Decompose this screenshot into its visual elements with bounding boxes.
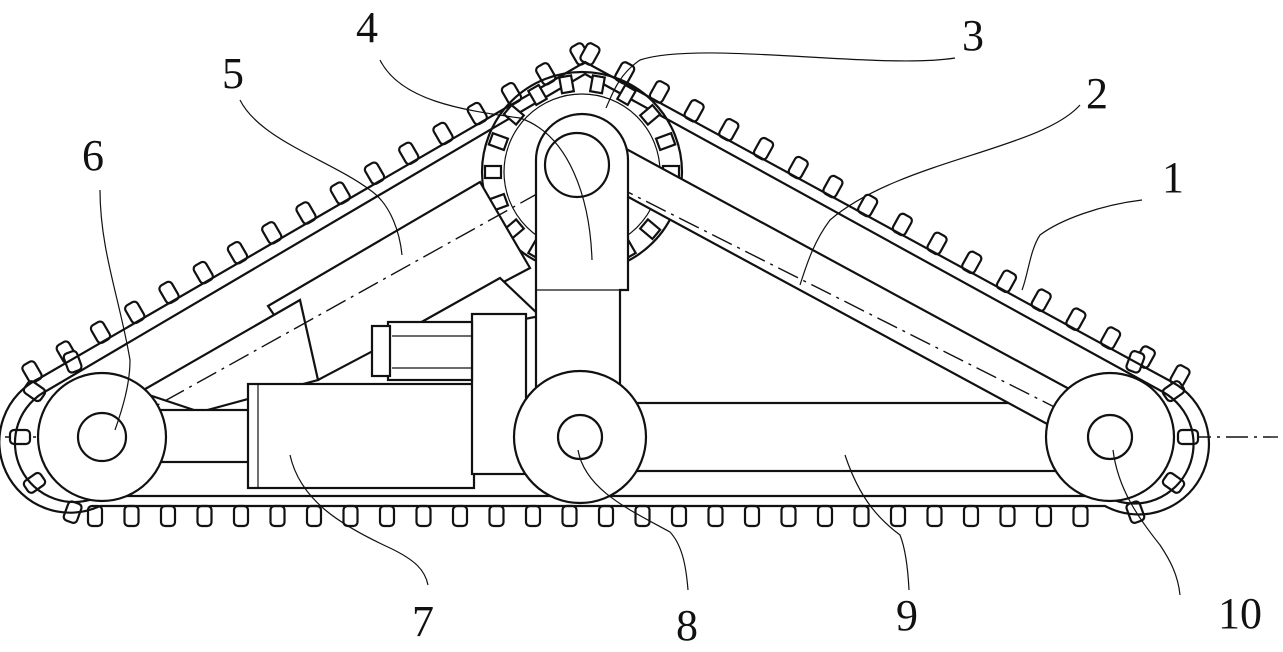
track-cleat	[782, 506, 796, 526]
sprocket-tooth	[656, 133, 675, 150]
track-cleat	[380, 506, 394, 526]
track-cleat	[745, 506, 759, 526]
callout-4: 4	[356, 3, 378, 52]
callout-1: 1	[1162, 153, 1184, 202]
callout-3: 3	[962, 11, 984, 60]
track-cleat	[22, 471, 46, 494]
track-cleat	[363, 161, 385, 185]
left-wheel	[38, 373, 166, 501]
track-cleat	[261, 221, 283, 245]
middle-wheel	[514, 371, 646, 503]
track-cleat	[226, 241, 248, 265]
track-cleat	[125, 506, 139, 526]
track-cleat	[636, 506, 650, 526]
track-cleat	[1001, 506, 1015, 526]
track-cleat	[996, 269, 1018, 293]
track-cleat	[417, 506, 431, 526]
track-cleat	[234, 506, 248, 526]
vertical-column	[536, 114, 628, 400]
track-cleat	[1074, 506, 1088, 526]
bottom-frame-arm	[600, 403, 1060, 471]
track-cleat	[857, 193, 879, 217]
track-cleat	[928, 506, 942, 526]
callout-6: 6	[82, 131, 104, 180]
track-cleat	[855, 506, 869, 526]
track-cleat	[1178, 430, 1198, 444]
sprocket-tooth	[489, 133, 508, 150]
sprocket-tooth	[485, 166, 501, 178]
callout-8: 8	[676, 601, 698, 650]
track-cleat	[683, 99, 705, 123]
callout-2: 2	[1086, 69, 1108, 118]
right-wheel	[1046, 373, 1174, 501]
track-cleat	[926, 231, 948, 255]
callout-9: 9	[896, 591, 918, 640]
track-cleat	[822, 174, 844, 198]
track-cleat	[307, 506, 321, 526]
track-cleat	[753, 137, 775, 161]
track-cleat	[787, 156, 809, 180]
track-cleat	[563, 506, 577, 526]
track-cleat	[432, 121, 454, 145]
track-cleat	[271, 506, 285, 526]
track-cleat	[1030, 288, 1052, 312]
track-cleat	[672, 506, 686, 526]
track-cleat	[161, 506, 175, 526]
track-cleat	[818, 506, 832, 526]
track-cleat	[961, 250, 983, 274]
track-cleat	[718, 118, 740, 142]
sprocket-tooth	[590, 75, 605, 93]
track-cleat	[295, 201, 317, 225]
track-cleat	[329, 181, 351, 205]
track-cleat	[709, 506, 723, 526]
track-cleat	[198, 506, 212, 526]
track-cleat	[453, 506, 467, 526]
track-cleat	[1037, 506, 1051, 526]
track-cleat	[158, 280, 180, 304]
track-cleat	[344, 506, 358, 526]
track-cleat	[526, 506, 540, 526]
callout-7: 7	[412, 597, 434, 646]
sprocket-tooth	[559, 75, 574, 93]
track-cleat	[964, 506, 978, 526]
track-cleat	[466, 101, 488, 125]
sprocket-tooth	[640, 105, 660, 124]
callout-5: 5	[222, 49, 244, 98]
track-cleat	[1161, 471, 1185, 494]
sprocket-tooth	[528, 85, 546, 105]
sprocket-tooth	[640, 219, 660, 238]
track-cleat	[891, 506, 905, 526]
track-cleat	[10, 430, 30, 444]
callout-10: 10	[1218, 589, 1262, 638]
track-cleat	[891, 212, 913, 236]
track-cleat	[1065, 307, 1087, 331]
track-cleat	[490, 506, 504, 526]
track-cleat	[124, 300, 146, 324]
track-cleat	[599, 506, 613, 526]
track-cleat	[192, 260, 214, 284]
track-cleat	[1100, 326, 1122, 350]
track-cleat	[89, 320, 111, 344]
track-cleat	[398, 141, 420, 165]
track-cleat	[63, 350, 83, 374]
